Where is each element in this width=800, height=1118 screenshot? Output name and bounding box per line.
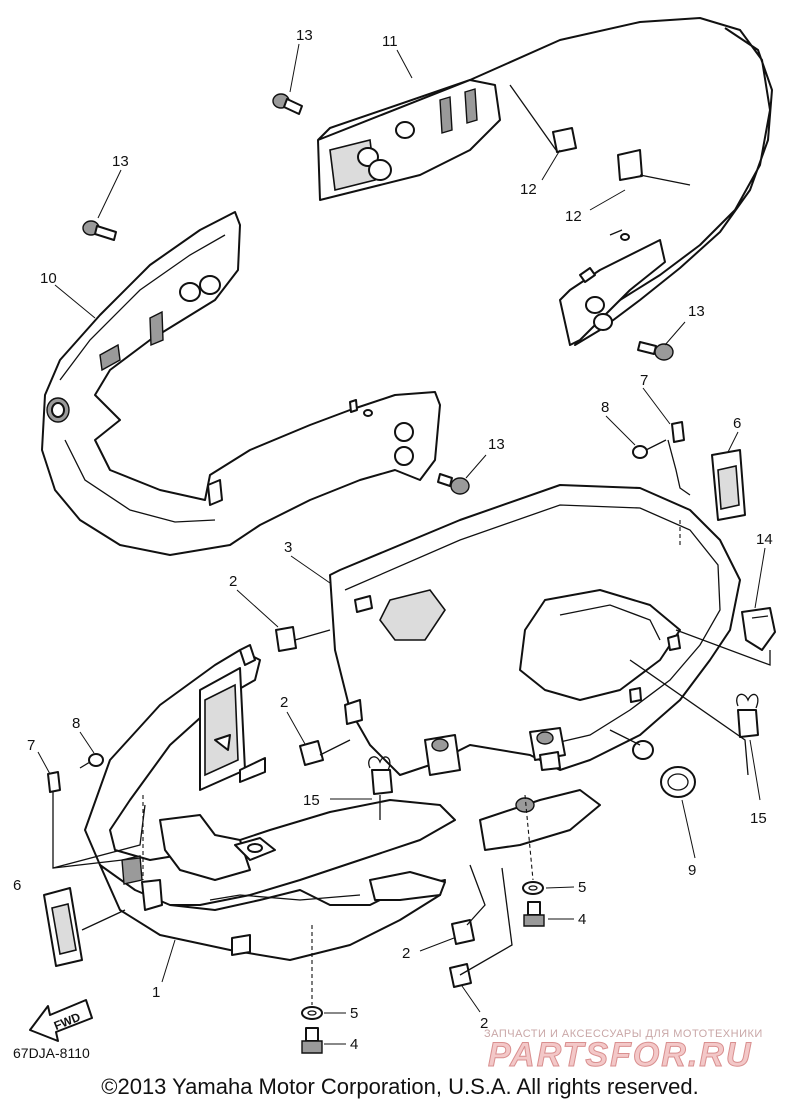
callout-4: 4 (578, 911, 586, 928)
part-3-rear-cowling (329, 484, 741, 851)
forward-direction-arrow: FWD (29, 999, 93, 1042)
part-9-grommet (660, 766, 696, 798)
callout-5: 5 (578, 879, 586, 896)
reference-lines (52, 84, 771, 976)
callout-6: 6 (13, 877, 21, 894)
callout-8: 8 (72, 715, 80, 732)
callout-6: 6 (733, 415, 741, 432)
part-1-bottom-cowling (84, 644, 456, 961)
assembly-lines (142, 520, 681, 1005)
part-6-latch-left (43, 887, 83, 967)
watermark: ЗАПЧАСТИ И АКСЕССУАРЫ ДЛЯ МОТОТЕХНИКИ PA… (484, 1028, 763, 1075)
part-2-pad-lower-right (451, 919, 475, 945)
callout-13: 13 (688, 303, 705, 320)
copyright-notice: ©2013 Yamaha Motor Corporation, U.S.A. A… (101, 1074, 699, 1099)
part-4-bolt-bottom (301, 1027, 323, 1054)
callout-13: 13 (296, 27, 313, 44)
part-11-upper-seal (317, 17, 773, 346)
callout-2: 2 (480, 1015, 488, 1032)
callout-10: 10 (40, 270, 57, 287)
callout-3: 3 (284, 539, 292, 556)
callout-1: 1 (152, 984, 160, 1001)
callout-7: 7 (27, 737, 35, 754)
part-6-latch-right (711, 449, 746, 521)
part-13-screw-middle (437, 473, 470, 495)
part-8-screw-right (632, 439, 667, 459)
part-2-pad-upper (275, 626, 297, 652)
callout-9: 9 (688, 862, 696, 879)
callout-14: 14 (756, 531, 773, 548)
part-13-screw-right (637, 341, 674, 361)
part-15-clip-center (368, 756, 393, 795)
part-15-clip-right (736, 693, 759, 738)
part-2-pad-bottom (449, 963, 472, 988)
callout-2: 2 (402, 945, 410, 962)
callout-labels: 13 11 13 10 12 12 13 7 8 6 13 3 2 14 2 8… (13, 27, 773, 1053)
watermark-logo: PARTSFOR.RU (488, 1036, 752, 1074)
callout-12: 12 (520, 181, 537, 198)
watermark-tagline: ЗАПЧАСТИ И АКСЕССУАРЫ ДЛЯ МОТОТЕХНИКИ (484, 1028, 763, 1040)
callout-11: 11 (382, 33, 398, 50)
part-7-clip-left (47, 771, 61, 793)
part-2-pad-middle (299, 740, 324, 766)
callout-13: 13 (488, 436, 505, 453)
part-14-clamp (741, 607, 776, 651)
callout-2: 2 (229, 573, 237, 590)
part-12-pad-left (552, 127, 577, 153)
callout-7: 7 (640, 372, 648, 389)
callout-15: 15 (303, 792, 320, 809)
part-5-washer-bottom (301, 1006, 323, 1020)
part-7-clip-right (671, 421, 685, 443)
callout-leaders (37, 43, 766, 1045)
callout-8: 8 (601, 399, 609, 416)
callout-2: 2 (280, 694, 288, 711)
part-8-screw-left (79, 753, 104, 769)
part-10-side-seal (41, 211, 441, 556)
callout-5: 5 (350, 1005, 358, 1022)
callout-12: 12 (565, 208, 582, 225)
part-13-screw-left (82, 220, 117, 241)
part-5-washer-right (522, 881, 544, 895)
callout-13: 13 (112, 153, 129, 170)
diagram-code: 67DJA-8110 (13, 1045, 90, 1061)
part-12-pad-right (617, 149, 643, 181)
callout-4: 4 (350, 1036, 358, 1053)
part-4-bolt-right (523, 901, 545, 927)
callout-15: 15 (750, 810, 767, 827)
part-13-screw-top (272, 93, 303, 115)
